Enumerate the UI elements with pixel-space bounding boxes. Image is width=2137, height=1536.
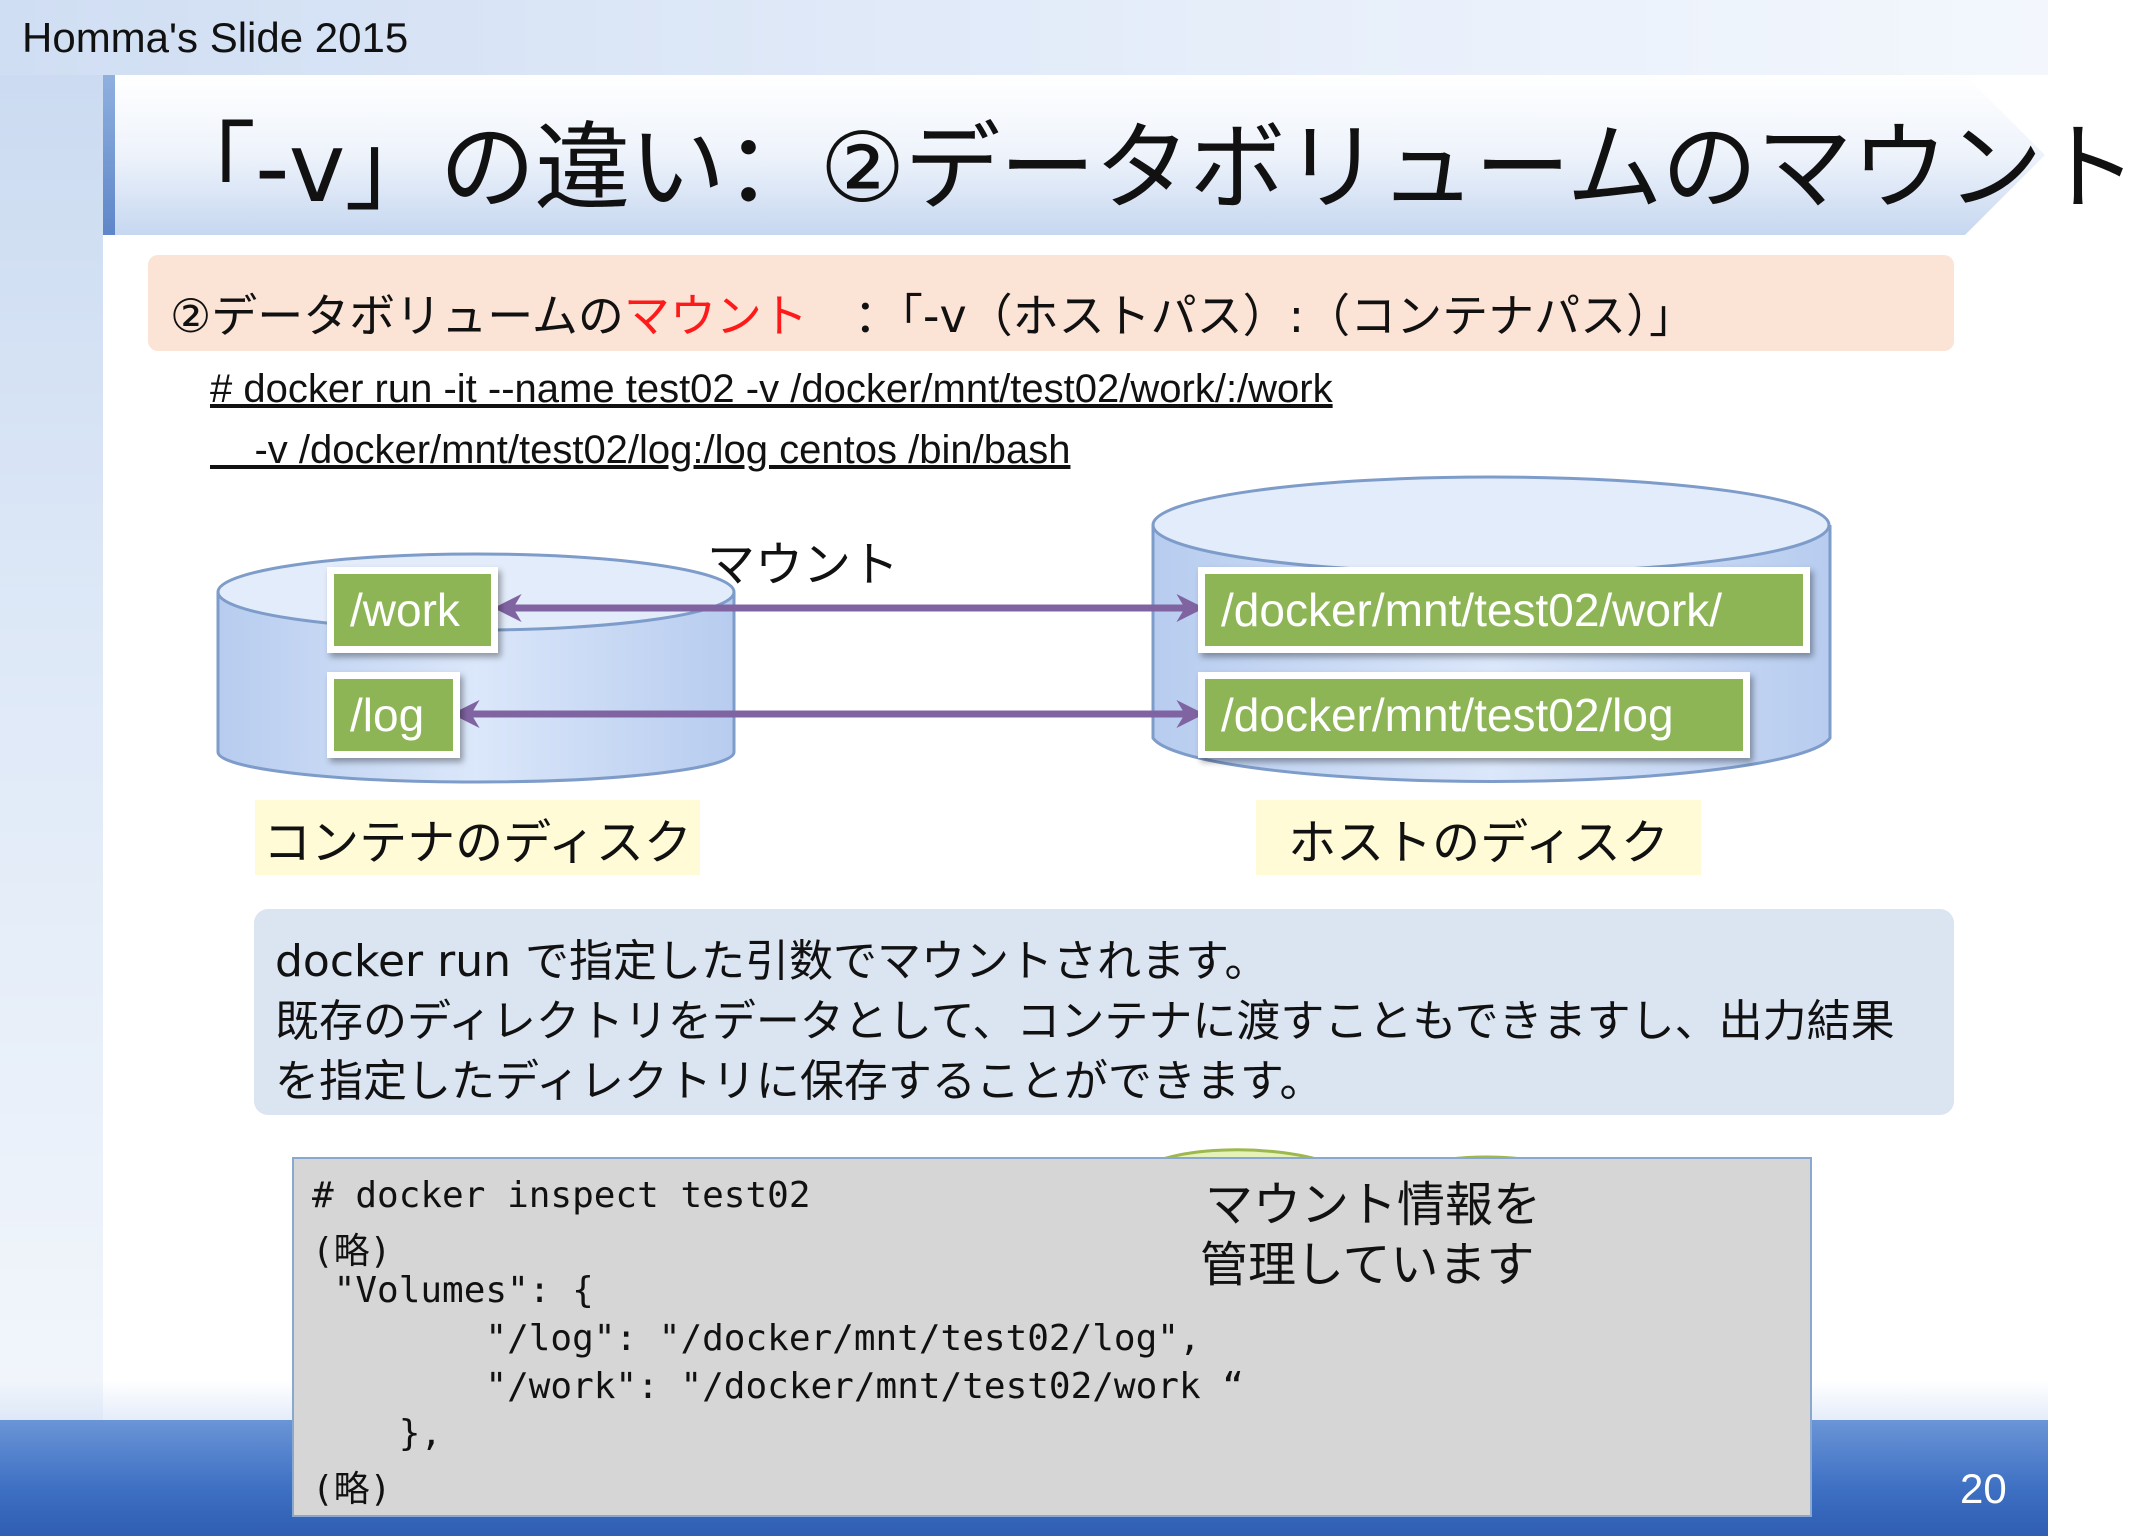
host-path-log: /docker/mnt/test02/log [1198, 672, 1750, 758]
subtitle: ②データボリュームのマウント ：「-v（ホストパス）:（コンテナパス）」 [170, 280, 1695, 346]
background-left-band [0, 0, 103, 1536]
slide-title: 「-v」の違い：②データボリュームのマウント [160, 112, 2137, 224]
mount-label: マウント [707, 537, 900, 593]
code-line-1: # docker inspect test02 [312, 1175, 811, 1216]
code-block [292, 1157, 1812, 1517]
slide-header-label: Homma's Slide 2015 [22, 14, 409, 61]
subtitle-suffix: ：「-v（ホストパス）:（コンテナパス）」 [807, 289, 1696, 343]
code-line-2: (略) [312, 1231, 392, 1272]
subtitle-bar [148, 255, 1954, 351]
container-path-log: /log [327, 672, 460, 758]
code-line-5: "/work": "/docker/mnt/test02/work “ [312, 1366, 1244, 1407]
command-line-2: -v /docker/mnt/test02/log:/log centos /b… [210, 428, 1071, 472]
note-line-3: を指定したディレクトリに保存することができます。 [275, 1056, 1324, 1107]
page-number: 20 [1960, 1465, 2007, 1512]
code-line-4: "/log": "/docker/mnt/test02/log", [312, 1318, 1201, 1359]
background-top-band [0, 0, 2048, 75]
code-line-7: (略) [312, 1469, 392, 1510]
command-line-1: # docker run -it --name test02 -v /docke… [210, 367, 1333, 411]
code-line-3: "Volumes": { [312, 1270, 594, 1311]
host-disk-label: ホストのディスク [1256, 800, 1701, 875]
host-path-work: /docker/mnt/test02/work/ [1198, 567, 1810, 653]
callout-line-2: 管理しています [1200, 1237, 1535, 1293]
note-line-2: 既存のディレクトリをデータとして、コンテナに渡すこともできますし、出力結果 [275, 996, 1895, 1047]
container-path-work: /work [327, 567, 498, 653]
note-line-1: docker run で指定した引数でマウントされます。 [275, 936, 1269, 987]
subtitle-highlight: マウント [623, 289, 808, 343]
title-banner-accent [103, 75, 115, 235]
note-box [254, 909, 1954, 1115]
callout-line-1: マウント情報を [1205, 1177, 1542, 1233]
code-line-6: }, [312, 1413, 443, 1454]
subtitle-prefix: ②データボリュームの [170, 289, 624, 343]
container-disk-label: コンテナのディスク [255, 800, 700, 875]
title-banner [103, 75, 2045, 235]
